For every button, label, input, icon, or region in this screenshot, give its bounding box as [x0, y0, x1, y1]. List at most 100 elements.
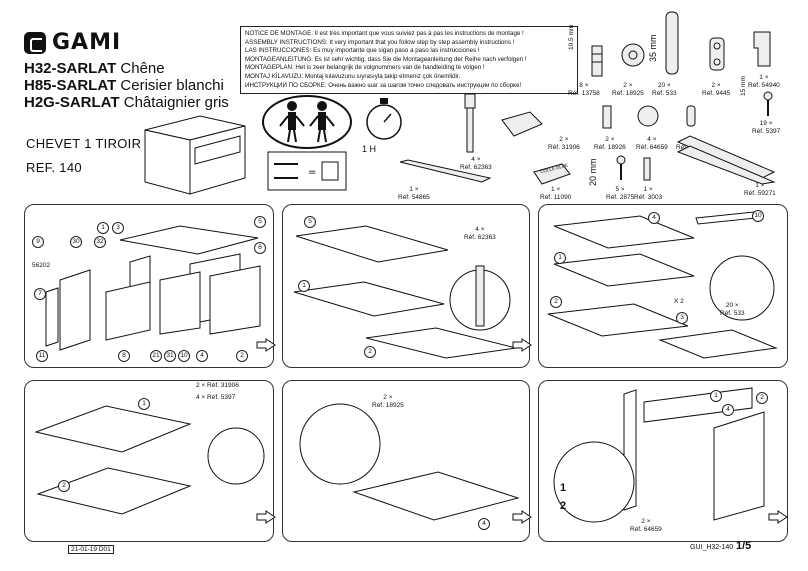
- part-number: 5: [254, 216, 266, 228]
- hw-label: 19 ×Réf. 5397: [752, 120, 781, 135]
- brand-name: GAMI: [52, 30, 122, 55]
- part-number: 1: [710, 390, 722, 402]
- overview-ref: 56202: [32, 262, 51, 269]
- footer-date: 21-01-19 D01: [68, 545, 114, 554]
- part-number: 1: [298, 280, 310, 292]
- notice-line: MONTAJ KİLAVUZU: Montaj kılavuzunu sıyra…: [245, 72, 461, 80]
- footer-code: GUI_H32-140: [690, 544, 734, 551]
- hw-label: 1 ×Réf. 11090: [540, 186, 572, 201]
- part-number: 3: [676, 312, 688, 324]
- part-number: 30: [70, 236, 82, 248]
- step5-diagram: [553, 387, 765, 523]
- notice-line: MONTAGEPLAN: Het is zeer belangrijk de v…: [245, 64, 485, 72]
- next-arrow-icon: [512, 338, 532, 352]
- part-number: 5: [304, 216, 316, 228]
- part-number: 2: [58, 480, 70, 492]
- stopwatch-icon: [366, 98, 402, 140]
- notice-line: MONTAGEANLEITUNG: Es ist sehr wichtig, d…: [245, 55, 527, 63]
- next-arrow-icon: [256, 338, 276, 352]
- part-number: 4: [648, 212, 660, 224]
- hw-label: 4 ×Réf. 64659: [636, 136, 668, 151]
- tools-icon: =: [267, 151, 347, 191]
- drawer-slides-icon: [676, 135, 776, 185]
- washer-icon: [643, 157, 651, 181]
- cam-housing-icon: [637, 105, 659, 127]
- model-line: H2G-SARLAT Châtaignier gris: [24, 94, 229, 111]
- hinge-plate-icon: [501, 111, 543, 137]
- brand-logo: GAMI: [24, 30, 121, 55]
- wood-dowel-icon: [665, 11, 679, 75]
- product-name: CHEVET 1 TIROIR: [26, 136, 142, 151]
- part-number: 8: [118, 350, 130, 362]
- hw-label: 2 ×Réf. 9445: [702, 82, 731, 97]
- dowel-icon: [591, 45, 603, 77]
- connector-bolt-icon: [464, 93, 476, 153]
- part-number: 1: [138, 398, 150, 410]
- part-number: 4: [196, 350, 208, 362]
- part-number: 10: [752, 210, 764, 222]
- cam-lock-icon: [621, 43, 645, 67]
- product-ref: REF. 140: [26, 160, 82, 175]
- part-number: 10: [178, 350, 190, 362]
- svg-text:=: =: [308, 167, 316, 178]
- notice-box: NOTICE DE MONTAGE: Il est très important…: [240, 26, 578, 95]
- step3-diagram: [34, 405, 265, 515]
- small-dowel-icon: [602, 105, 612, 129]
- step5-arrow-2: 2: [560, 500, 567, 512]
- hw-dim: 35 mm: [648, 34, 658, 62]
- glue-bottle-icon: [533, 163, 571, 185]
- part-number: 31: [164, 350, 176, 362]
- part-number: 6: [254, 242, 266, 254]
- next-arrow-icon: [512, 510, 532, 524]
- hw-label: 5 ×Réf. 2875: [606, 186, 635, 201]
- gami-logo-icon: [24, 31, 46, 54]
- hw-label: 2 ×Réf. 18925: [612, 82, 644, 97]
- footer-page: 1/5: [736, 540, 752, 552]
- part-number: 4: [478, 518, 490, 530]
- notice-line: ИНСТРУКЦИИ ПО СБОРКЕ: Очень важно шаг за…: [245, 81, 522, 89]
- long-screw-icon: [616, 155, 626, 180]
- two-persons-icon: [262, 95, 352, 149]
- part-number: 7: [34, 288, 46, 300]
- step3-hw-label: 2 × Réf. 31906: [196, 382, 239, 389]
- screw-icon: [763, 91, 773, 116]
- step4-hw-label: 2 ×Réf. 18925: [372, 394, 404, 409]
- hw-dim: 10.5 mm: [568, 24, 575, 50]
- part-number: 3: [112, 222, 124, 234]
- hw-label: 1 ×Réf. 54940: [748, 74, 780, 89]
- model-line: H85-SARLAT Cerisier blanchi: [24, 77, 224, 94]
- hw-dim: 15 mm: [740, 76, 747, 96]
- step1-diagram: [293, 225, 517, 359]
- part-number: 11: [36, 350, 48, 362]
- part-number: 9: [32, 236, 44, 248]
- part-number: 2: [756, 392, 768, 404]
- step4-diagram: [299, 403, 520, 521]
- part-number: 4: [722, 404, 734, 416]
- hw-label: 4 ×Réf. 62363: [460, 156, 492, 171]
- step5-hw-label: 2 ×Réf. 64659: [630, 518, 662, 533]
- next-arrow-icon: [768, 510, 788, 524]
- part-number: 2: [236, 350, 248, 362]
- hw-label: 8 ×Réf. 13758: [568, 82, 600, 97]
- model-line: H32-SARLAT Chêne: [24, 60, 165, 77]
- exploded-view-diagram: [45, 225, 261, 351]
- step2-hw-label: 20 ×Réf. 533: [720, 302, 745, 317]
- step2-multiplier: X 2: [674, 298, 684, 305]
- hw-label: 2 ×Réf. 18926: [594, 136, 626, 151]
- step3-hw-label: 4 × Réf. 5397: [196, 394, 236, 401]
- notice-line: LAS INSTRUCCIONES: Es muy importante que…: [245, 47, 480, 55]
- handle-icon: [399, 159, 492, 183]
- bracket-icon: [753, 31, 771, 67]
- step2-diagram: [547, 211, 778, 359]
- part-number: 1: [97, 222, 109, 234]
- assembly-time: 1 H: [362, 144, 377, 154]
- step1-hw-label: 4 ×Réf. 62363: [464, 226, 496, 241]
- next-arrow-icon: [256, 510, 276, 524]
- hw-label: 1 ×Réf. 54865: [398, 186, 430, 201]
- peg-icon: [686, 105, 696, 127]
- hw-label: 20 ×Réf. 533: [652, 82, 677, 97]
- model-list: H32-SARLAT Chêne H85-SARLAT Cerisier bla…: [24, 60, 229, 111]
- hw-label: 2 ×Réf. 31906: [548, 136, 580, 151]
- hw-dim: 20 mm: [588, 158, 598, 186]
- part-number: 2: [364, 346, 376, 358]
